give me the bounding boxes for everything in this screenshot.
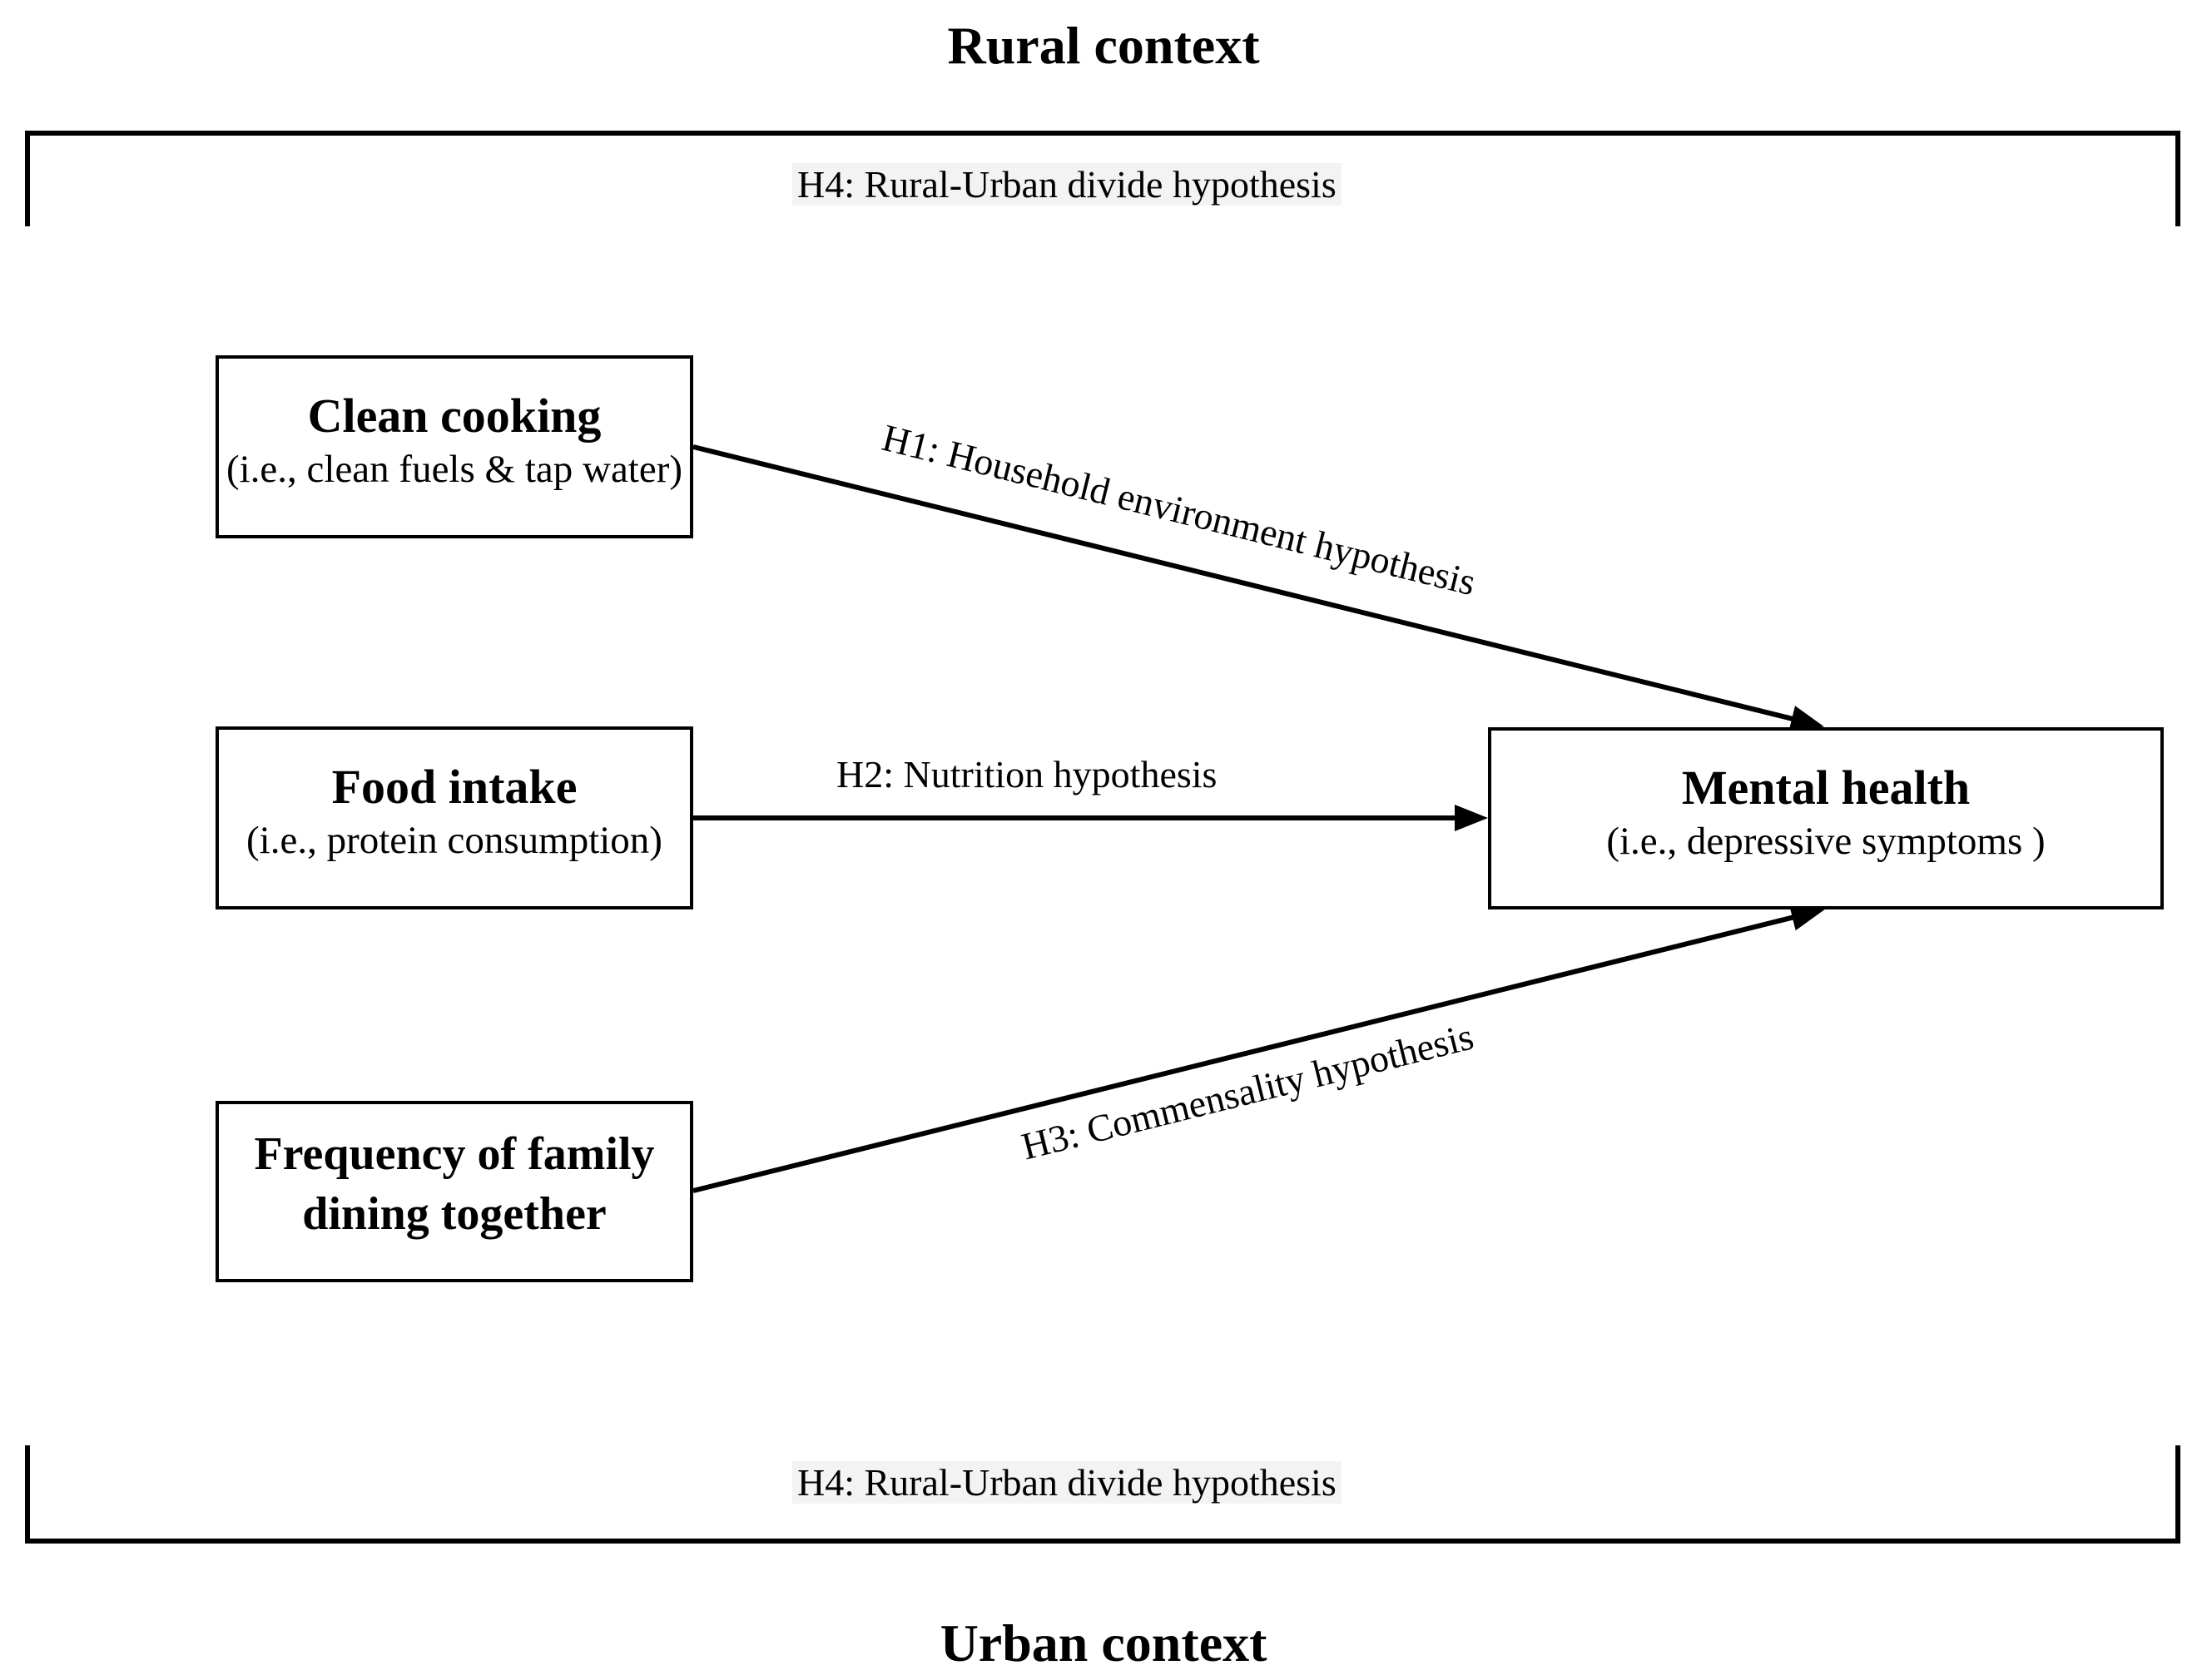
food-intake-title: Food intake [331,760,578,815]
h1-arrow-shaft [692,444,1804,724]
food-intake-box: Food intake (i.e., protein consumption) [216,726,693,909]
h1-hypothesis-label: H1: Household environment hypothesis [878,415,1480,604]
frame-top-right-stub [2175,131,2180,226]
h4-top-label-text: H4: Rural-Urban divide hypothesis [792,163,1342,206]
frame-top-left-stub [25,131,30,226]
h4-top-label: H4: Rural-Urban divide hypothesis [792,160,1342,210]
h2-hypothesis-label: H2: Nutrition hypothesis [836,753,1218,795]
mental-health-title: Mental health [1681,760,1971,815]
h4-bottom-label-text: H4: Rural-Urban divide hypothesis [792,1461,1342,1504]
frame-bottom-border [25,1539,2180,1544]
h3-arrow-shaft [692,912,1805,1193]
h2-arrow-shaft [693,815,1466,820]
urban-context-title: Urban context [940,1613,1267,1673]
frame-bottom-left-stub [25,1445,30,1539]
h3-arrow [692,896,1828,1193]
mental-health-box: Mental health (i.e., depressive symptoms… [1488,727,2164,909]
family-dining-box: Frequency of family dining together [216,1101,693,1282]
clean-cooking-subtitle: (i.e., clean fuels & tap water) [226,448,683,492]
h4-bottom-label: H4: Rural-Urban divide hypothesis [792,1458,1342,1508]
family-dining-title-line2: dining together [302,1188,607,1240]
h1-arrow [692,444,1828,740]
clean-cooking-box: Clean cooking (i.e., clean fuels & tap w… [216,355,693,538]
frame-bottom-right-stub [2175,1445,2180,1539]
rural-context-title: Rural context [947,16,1260,75]
food-intake-subtitle: (i.e., protein consumption) [246,819,662,863]
frame-top-border [25,131,2180,136]
h2-arrowhead [1455,805,1488,831]
h2-arrow [693,805,1488,831]
mental-health-subtitle: (i.e., depressive symptoms ) [1606,819,2046,863]
family-dining-title-line1: Frequency of family [254,1128,655,1181]
clean-cooking-title: Clean cooking [307,389,602,444]
